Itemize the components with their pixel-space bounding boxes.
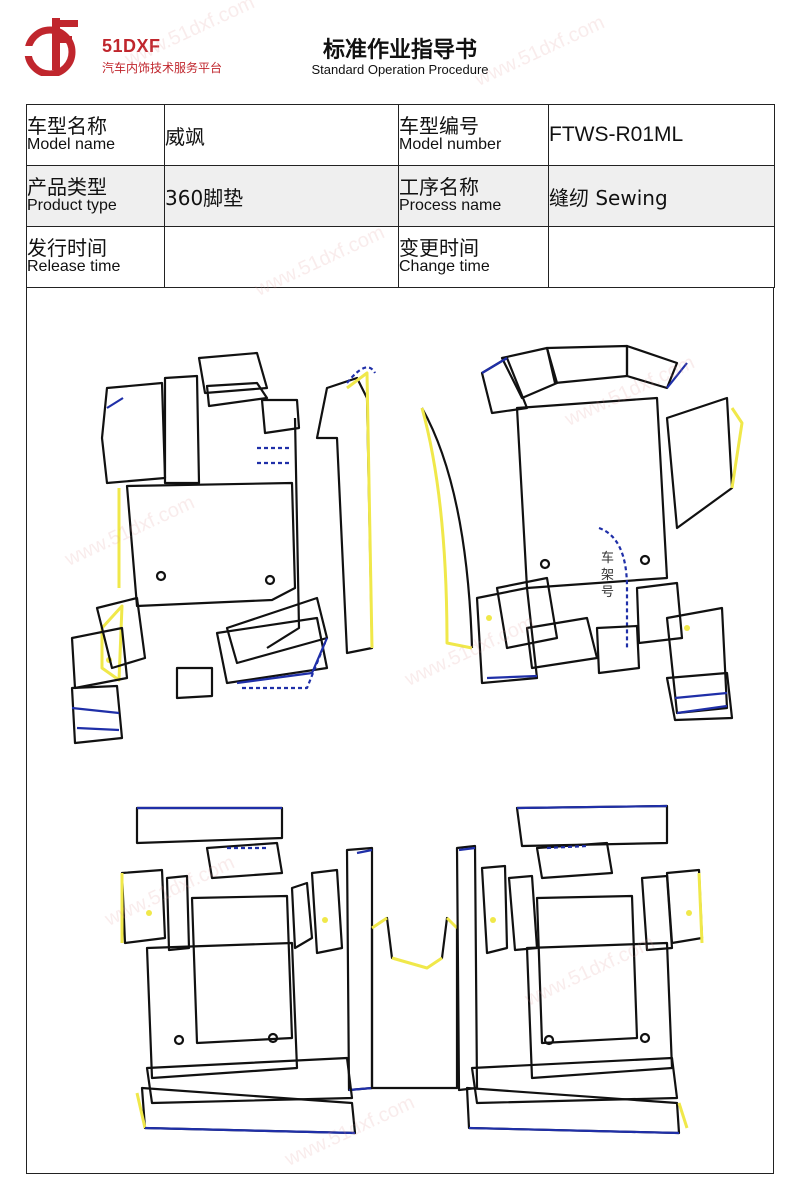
info-row-model: 车型名称 Model name 威飒 车型编号 Model number FTW… — [26, 104, 775, 166]
logo-brand-text: 51DXF — [102, 36, 161, 56]
model-name-value: 威飒 — [164, 104, 399, 166]
logo-mark-icon — [22, 18, 78, 76]
model-number-label: 车型编号 Model number — [398, 104, 549, 166]
pattern-group-top-left — [70, 351, 376, 745]
floor-mat-pattern-drawing — [70, 344, 744, 1135]
info-table: 车型名称 Model name 威飒 车型编号 Model number FTW… — [26, 104, 775, 288]
model-name-label: 车型名称 Model name — [26, 104, 165, 166]
pattern-drawing-panel: 车架号 — [26, 288, 774, 1174]
pattern-group-bottom-left — [120, 806, 374, 1135]
release-time-label: 发行时间 Release time — [26, 226, 165, 288]
brand-logo: 51DXF 汽车内饰技术服务平台 — [22, 16, 252, 76]
product-type-value: 360脚垫 — [164, 165, 399, 227]
logo-subtitle: 汽车内饰技术服务平台 — [102, 61, 223, 75]
process-name-label: 工序名称 Process name — [398, 165, 549, 227]
document-subtitle: Standard Operation Procedure — [311, 62, 489, 77]
release-time-value — [164, 226, 399, 288]
info-row-product: 产品类型 Product type 360脚垫 工序名称 Process nam… — [26, 165, 775, 227]
change-time-value — [548, 226, 775, 288]
pattern-group-bottom-right — [455, 804, 704, 1135]
model-number-value: FTWS-R01ML — [548, 104, 775, 166]
process-name-value: 缝纫 Sewing — [548, 165, 775, 227]
product-type-label: 产品类型 Product type — [26, 165, 165, 227]
change-time-label: 变更时间 Change time — [398, 226, 549, 288]
pattern-center-tunnel — [370, 916, 459, 1090]
document-title: 标准作业指导书 — [322, 38, 477, 63]
frame-number-label: 车架号 — [601, 551, 615, 600]
info-row-time: 发行时间 Release time 变更时间 Change time — [26, 226, 775, 288]
pattern-group-top-right — [420, 344, 744, 722]
